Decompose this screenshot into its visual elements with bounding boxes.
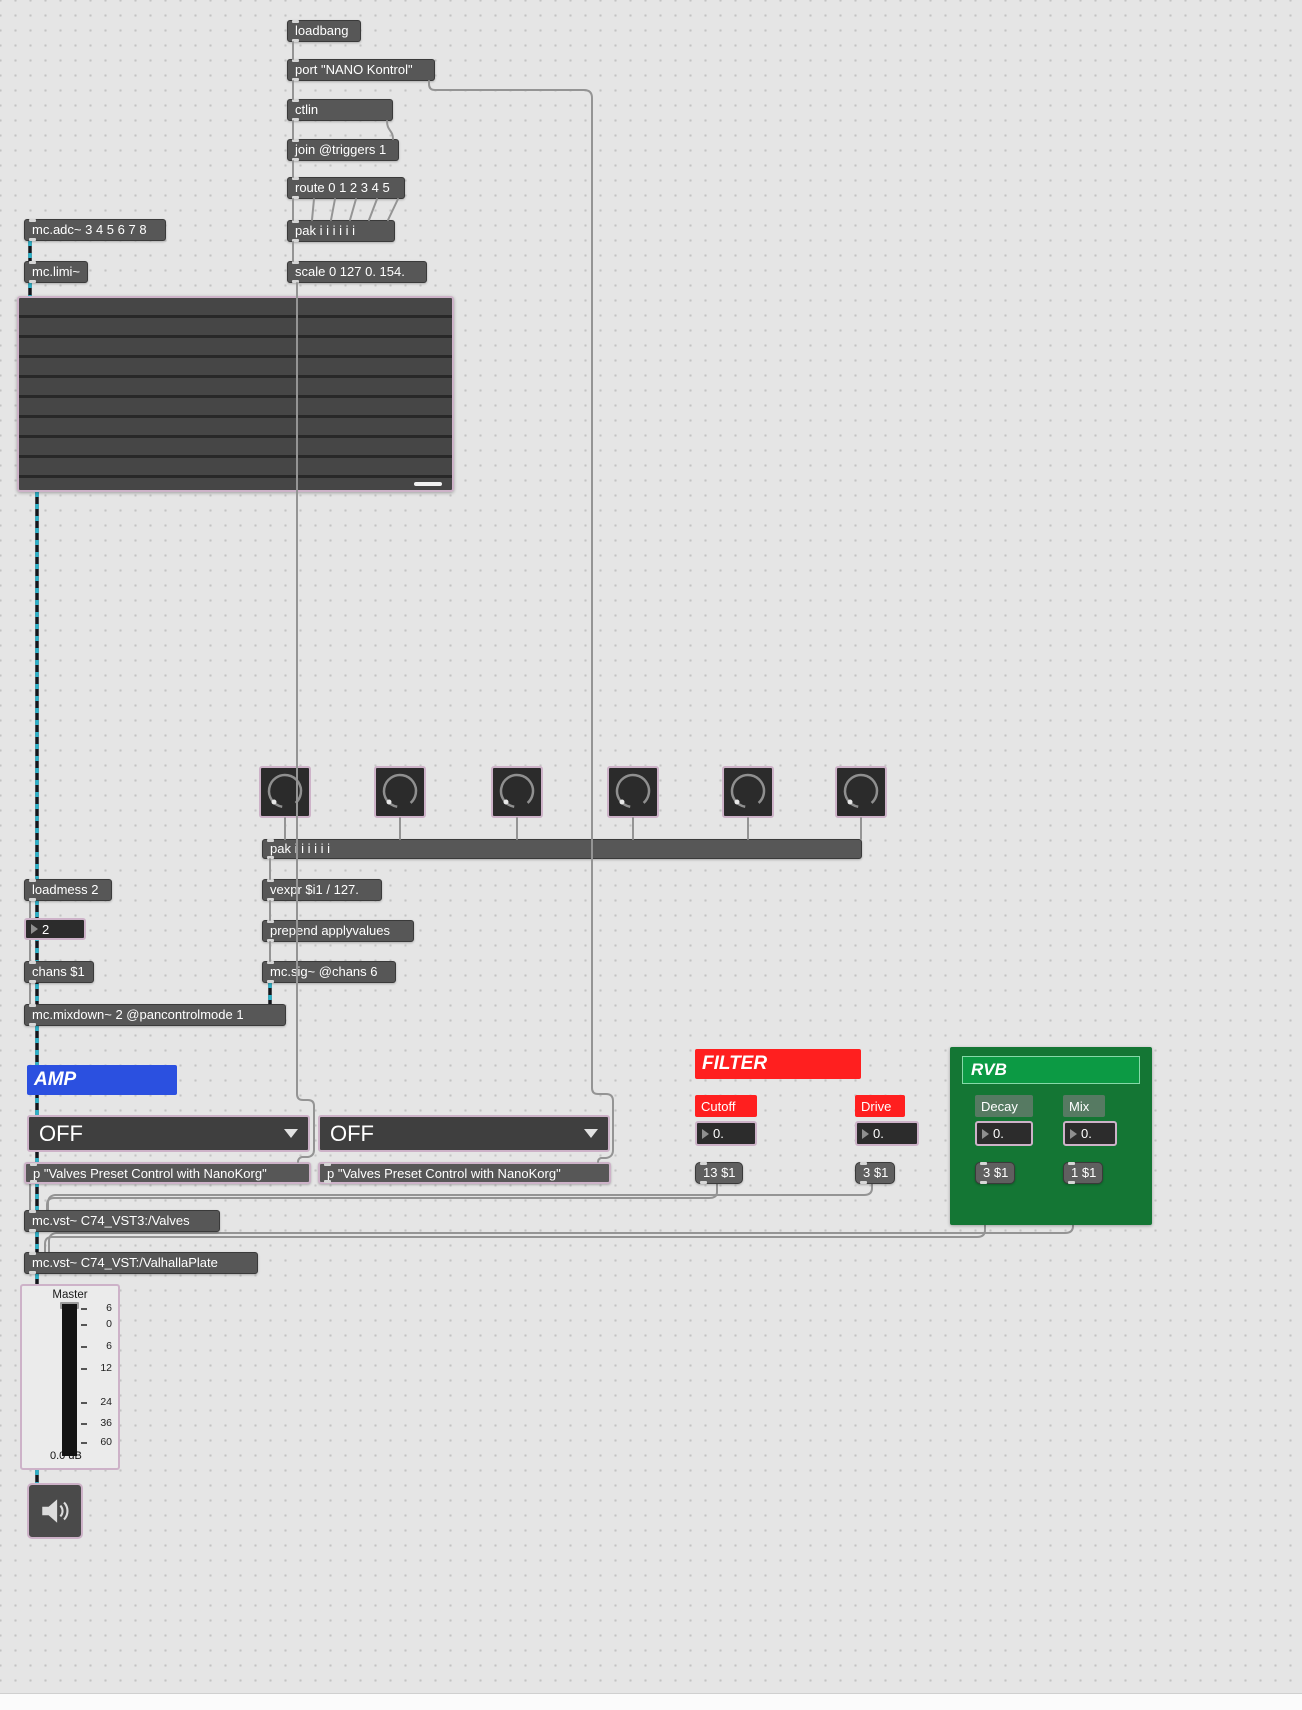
mix-label: Mix	[1063, 1095, 1105, 1117]
midi-port-object[interactable]: port "NANO Kontrol"	[287, 59, 435, 81]
flonum-arrow-icon	[1070, 1128, 1077, 1139]
drive-value: 0.	[873, 1126, 884, 1141]
flonum-arrow-icon	[862, 1128, 869, 1139]
rvb-section-label: RVB	[962, 1056, 1140, 1084]
dial-knob[interactable]	[835, 766, 887, 818]
preset-subpatcher-2[interactable]: p "Valves Preset Control with NanoKorg"	[318, 1162, 611, 1184]
flonum-arrow-icon	[702, 1128, 709, 1139]
mc-adc-object[interactable]: mc.adc~ 3 4 5 6 7 8	[24, 219, 166, 241]
flonum-arrow-icon	[982, 1128, 989, 1139]
dial-ring-icon	[499, 773, 535, 809]
chevron-down-icon	[284, 1129, 298, 1138]
tick-mark	[81, 1423, 87, 1425]
preset-menu-1-value: OFF	[39, 1120, 83, 1146]
chans-message[interactable]: chans $1	[24, 961, 94, 983]
tick-label: 0	[106, 1318, 112, 1330]
tick-label: 36	[100, 1417, 112, 1429]
cutoff-param-message[interactable]: 13 $1	[695, 1162, 743, 1184]
chevron-down-icon	[584, 1129, 598, 1138]
mc-sig-object[interactable]: mc.sig~ @chans 6	[262, 961, 396, 983]
tick-mark	[81, 1442, 87, 1444]
loadmess-object[interactable]: loadmess 2	[24, 879, 112, 901]
dial-knob[interactable]	[374, 766, 426, 818]
tick-mark	[81, 1402, 87, 1404]
preset-menu-2[interactable]: OFF	[318, 1115, 610, 1152]
tick-label: 6	[106, 1302, 112, 1314]
mc-mixdown-object[interactable]: mc.mixdown~ 2 @pancontrolmode 1	[24, 1004, 286, 1026]
mix-number-box[interactable]: 0.	[1063, 1121, 1117, 1146]
flonum-arrow-icon	[31, 924, 38, 934]
multislider-panel[interactable]	[17, 296, 454, 492]
panel-indicator	[414, 482, 442, 486]
tick-mark	[81, 1368, 87, 1370]
dial-knob[interactable]	[259, 766, 311, 818]
decay-param-message[interactable]: 3 $1	[975, 1162, 1015, 1184]
dial-ring-icon	[267, 773, 303, 809]
number-box[interactable]: 2	[24, 918, 86, 940]
tick-label: 60	[100, 1436, 112, 1448]
mc-limi-object[interactable]: mc.limi~	[24, 261, 88, 283]
dial-knob[interactable]	[722, 766, 774, 818]
loadbang-object[interactable]: loadbang	[287, 20, 361, 42]
tick-label: 6	[106, 1340, 112, 1352]
drive-label: Drive	[855, 1095, 905, 1117]
dial-ring-icon	[843, 773, 879, 809]
pak-wide-object[interactable]: pak i i i i i i	[262, 839, 862, 859]
mc-vst-valhalla-object[interactable]: mc.vst~ C74_VST:/ValhallaPlate	[24, 1252, 258, 1274]
tick-mark	[81, 1308, 87, 1310]
cutoff-value: 0.	[713, 1126, 724, 1141]
tick-mark	[81, 1346, 87, 1348]
cutoff-number-box[interactable]: 0.	[695, 1121, 757, 1146]
scale-object[interactable]: scale 0 127 0. 154.	[287, 261, 427, 283]
speaker-icon	[42, 1499, 69, 1523]
mix-value: 0.	[1081, 1126, 1092, 1141]
master-gain-slider[interactable]: Master 6 0 6 12 24 36 60 0.0 dB	[20, 1284, 120, 1470]
filter-section-label: FILTER	[695, 1049, 861, 1079]
decay-label: Decay	[975, 1095, 1033, 1117]
cutoff-label: Cutoff	[695, 1095, 757, 1117]
mix-param-message[interactable]: 1 $1	[1063, 1162, 1103, 1184]
dial-knob[interactable]	[491, 766, 543, 818]
fader-track[interactable]	[62, 1304, 77, 1456]
dial-ring-icon	[615, 773, 651, 809]
window-footer	[0, 1693, 1302, 1710]
route-object[interactable]: route 0 1 2 3 4 5	[287, 177, 405, 199]
ctlin-object[interactable]: ctlin	[287, 99, 393, 121]
preset-menu-2-value: OFF	[330, 1120, 374, 1146]
tick-mark	[81, 1324, 87, 1326]
dial-ring-icon	[382, 773, 418, 809]
speaker-button[interactable]	[27, 1483, 83, 1539]
dial-knob[interactable]	[607, 766, 659, 818]
join-object[interactable]: join @triggers 1	[287, 139, 399, 161]
decay-number-box[interactable]: 0.	[975, 1121, 1033, 1146]
drive-param-message[interactable]: 3 $1	[855, 1162, 895, 1184]
master-gain-title: Master	[52, 1289, 88, 1301]
mc-vst-valves-object[interactable]: mc.vst~ C74_VST3:/Valves	[24, 1210, 220, 1232]
drive-number-box[interactable]: 0.	[855, 1121, 919, 1146]
tick-label: 24	[100, 1396, 112, 1408]
master-db-readout: 0.0 dB	[50, 1450, 82, 1462]
vexpr-object[interactable]: vexpr $i1 / 127.	[262, 879, 382, 901]
dial-ring-icon	[730, 773, 766, 809]
number-box-value: 2	[42, 921, 50, 937]
tick-label: 12	[100, 1362, 112, 1374]
preset-subpatcher-1[interactable]: p "Valves Preset Control with NanoKorg"	[24, 1162, 311, 1184]
preset-menu-1[interactable]: OFF	[27, 1115, 310, 1152]
amp-section-label: AMP	[27, 1065, 177, 1095]
pak-object[interactable]: pak i i i i i i	[287, 220, 395, 242]
decay-value: 0.	[993, 1126, 1004, 1141]
prepend-object[interactable]: prepend applyvalues	[262, 920, 414, 942]
